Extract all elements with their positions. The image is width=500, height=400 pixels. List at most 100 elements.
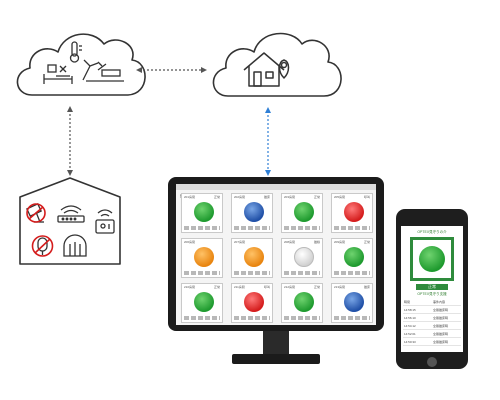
room-title: 203房間	[284, 195, 296, 199]
room-status: 正常	[213, 285, 220, 289]
cloud-to-cloud-connector	[136, 67, 207, 73]
screen-toolbar: 監控區	[176, 184, 376, 198]
speaker-icon	[244, 247, 264, 267]
bell-icon	[344, 202, 364, 222]
room-panel[interactable]: 213房間 離床	[331, 283, 373, 323]
people-icon	[194, 292, 214, 312]
room-status: 正常	[363, 240, 370, 244]
phone-status-label: 正常	[416, 284, 448, 290]
event-row[interactable]: 14:54:12 全體離床時	[403, 323, 461, 330]
home-cloud	[212, 32, 342, 97]
room-title: 211房間	[234, 285, 245, 289]
panel-action-buttons[interactable]	[284, 316, 320, 320]
event-row[interactable]: 14:56:10 全體離床時	[403, 315, 461, 322]
room-title: 210房間	[184, 285, 196, 289]
room-title: 202房間	[234, 195, 246, 199]
room-panel[interactable]: 201房間 正常	[181, 193, 223, 233]
radar-sensor-icon	[63, 234, 87, 257]
event-row[interactable]: 14:50:33 全體離床時	[403, 339, 461, 346]
people-icon	[194, 202, 214, 222]
room-panel[interactable]: 207房間	[231, 238, 273, 278]
room-panel[interactable]: 210房間 正常	[181, 283, 223, 323]
event-text: 全體離床時	[433, 324, 449, 328]
room-panel[interactable]: 205房間 呼叫	[331, 193, 373, 233]
room-status: 離床	[363, 285, 370, 289]
panel-action-buttons[interactable]	[284, 226, 320, 230]
room-panel[interactable]: 206房間	[181, 238, 223, 278]
header-event: 事件內容	[433, 300, 446, 304]
room-panel[interactable]: 209房間 正常	[331, 238, 373, 278]
event-text: 全體離床時	[433, 332, 449, 336]
panel-action-buttons[interactable]	[184, 316, 220, 320]
panel-action-buttons[interactable]	[334, 316, 370, 320]
cloud-to-monitor-connector	[265, 107, 271, 176]
sensor-device-icon	[95, 209, 115, 234]
speaker-icon	[194, 247, 214, 267]
room-status: 離床	[263, 195, 270, 199]
room-title: 208房間	[284, 240, 296, 244]
event-text: 全體離床時	[433, 316, 449, 320]
bed-person-icon	[43, 64, 73, 84]
gear-icon	[294, 247, 314, 267]
room-title: 206房間	[184, 240, 196, 244]
room-title: 212房間	[284, 285, 296, 289]
phone-screen: OPTEX見守りの介 正常 OPTEX見守り支援 時間 事件內容 14:58:1…	[401, 226, 463, 352]
people-icon	[344, 247, 364, 267]
phone-home-button[interactable]	[427, 357, 437, 367]
event-time: 14:52:01	[404, 332, 416, 336]
header-time: 時間	[404, 300, 411, 304]
panel-action-buttons[interactable]	[234, 226, 270, 230]
room-panel[interactable]: 211房間 呼叫	[231, 283, 273, 323]
room-title: 201房間	[184, 195, 196, 199]
room-title: 213房間	[334, 285, 346, 289]
bell-icon	[244, 292, 264, 312]
house-location-icon	[243, 52, 290, 87]
room-status: 正常	[313, 285, 320, 289]
panel-action-buttons[interactable]	[184, 271, 220, 275]
cloud-to-house-connector	[67, 106, 73, 176]
fall-person-icon	[82, 59, 124, 82]
room-title: 209房間	[334, 240, 346, 244]
room-status: 呼叫	[263, 285, 270, 289]
event-time: 14:58:15	[404, 308, 416, 312]
phone-subtitle: OPTEX見守り支援	[417, 292, 447, 296]
event-time: 14:54:12	[404, 324, 416, 328]
sensor-cloud	[16, 33, 146, 96]
thermometer-icon	[69, 41, 82, 63]
event-text: 全體離床時	[433, 308, 449, 312]
phone-status-card[interactable]	[410, 237, 454, 281]
room-status: 離線	[313, 240, 320, 244]
no-camera-icon	[26, 202, 46, 223]
event-time: 14:50:33	[404, 340, 416, 344]
panel-action-buttons[interactable]	[284, 271, 320, 275]
room-status: 呼叫	[363, 195, 370, 199]
people-icon	[294, 292, 314, 312]
room-title: 205房間	[334, 195, 346, 199]
wifi-router-icon	[57, 205, 85, 223]
bed-icon	[344, 292, 364, 312]
room-panel[interactable]: 208房間 離線	[281, 238, 323, 278]
event-row[interactable]: 14:52:01 全體離床時	[403, 331, 461, 338]
room-status: 正常	[213, 195, 220, 199]
event-time: 14:56:10	[404, 316, 416, 320]
bed-icon	[244, 202, 264, 222]
panel-action-buttons[interactable]	[234, 316, 270, 320]
panel-action-buttons[interactable]	[334, 271, 370, 275]
people-icon	[294, 202, 314, 222]
event-text: 全體離床時	[433, 340, 449, 344]
event-row[interactable]: 14:58:15 全體離床時	[403, 307, 461, 314]
phone-table-header: 時間 事件內容	[403, 299, 461, 306]
phone-title: OPTEX見守りの介	[417, 230, 447, 234]
people-icon	[419, 246, 445, 272]
panel-action-buttons[interactable]	[334, 226, 370, 230]
room-panel[interactable]: 202房間 離床	[231, 193, 273, 233]
panel-action-buttons[interactable]	[184, 226, 220, 230]
no-microphone-icon	[31, 235, 54, 257]
room-status: 正常	[313, 195, 320, 199]
room-panel[interactable]: 212房間 正常	[281, 283, 323, 323]
room-panel[interactable]: 203房間 正常	[281, 193, 323, 233]
room-title: 207房間	[234, 240, 246, 244]
panel-action-buttons[interactable]	[234, 271, 270, 275]
